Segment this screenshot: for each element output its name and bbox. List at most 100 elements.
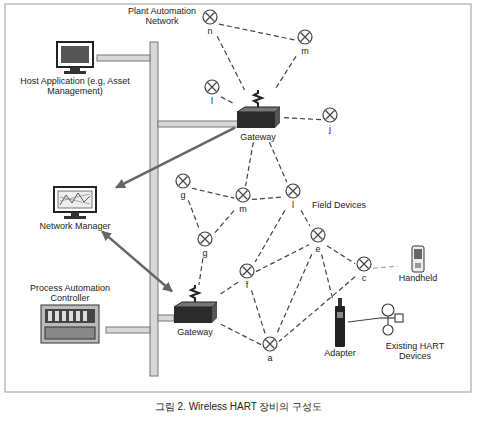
node-label: l [291, 200, 295, 210]
field-device: f [238, 262, 256, 290]
node-label: l [210, 96, 214, 106]
node-label: m [300, 46, 310, 56]
node-icon [55, 40, 95, 76]
node-label: Gateway [239, 132, 277, 142]
node-icon [52, 185, 98, 221]
field-device-symbol [296, 28, 314, 46]
wireless-link [276, 254, 312, 335]
node-label: f [245, 280, 250, 290]
field-device: n [201, 8, 219, 36]
field-device: g [196, 230, 214, 258]
field-device: m [296, 28, 314, 56]
wireless-link [322, 254, 333, 298]
field-device: m [234, 186, 252, 214]
gateway-symbol [235, 90, 281, 132]
device-wire [348, 318, 380, 322]
node-icon [234, 186, 252, 204]
wireless-link [199, 258, 203, 285]
node-icon [196, 230, 214, 248]
field-device-symbol [284, 182, 302, 200]
field-device-symbol [203, 78, 221, 96]
node-icon [201, 8, 219, 26]
figure-frame [5, 4, 471, 392]
monitor-symbol [55, 40, 95, 76]
gateway: Gateway [172, 285, 218, 337]
field-device: l [284, 182, 302, 210]
wireless-link [252, 197, 284, 200]
field-device-symbol [321, 106, 339, 124]
gauge-symbol [382, 304, 394, 316]
field-device-symbol [355, 255, 373, 273]
wireless-link [218, 323, 261, 345]
node-label: Adapter [323, 348, 357, 358]
wireless-link [251, 290, 265, 335]
node-label: j [328, 124, 332, 134]
adapter: Adapter [323, 298, 357, 358]
wireless-link [218, 282, 238, 295]
wireless-link [246, 142, 254, 186]
process-controller: Process Automation Controller [21, 283, 119, 344]
node-label: Host Application (e.g, Asset Management) [19, 76, 131, 97]
field-device-symbol [309, 226, 327, 244]
wireless-link [255, 210, 285, 262]
node-icon [309, 226, 327, 244]
node-icon [235, 90, 281, 132]
network-label: Plant Automation Network [126, 6, 198, 27]
wireless-link [256, 245, 309, 272]
node-label: a [266, 353, 273, 363]
node-icon [238, 262, 256, 280]
wireless-link [188, 200, 199, 230]
node-icon [355, 255, 373, 273]
node-icon [261, 335, 279, 353]
wireless-link [269, 142, 286, 182]
field-device-symbol [201, 8, 219, 26]
node-label: Network Manager [34, 221, 116, 231]
controller-cabinet [40, 304, 100, 344]
device-label: Existing HART Devices [382, 341, 448, 362]
node-icon [203, 78, 221, 96]
network-bus [150, 42, 158, 376]
bus-stub [158, 315, 174, 321]
field-device-symbol [238, 262, 256, 280]
bus-stub [97, 55, 150, 61]
management-arrow [116, 128, 235, 188]
gateway-symbol [172, 285, 218, 327]
network-manager: Network Manager [34, 185, 116, 231]
figure-caption: 그림 2. Wireless HART 장비의 구성도 [0, 400, 477, 414]
host-application: Host Application (e.g, Asset Management) [19, 40, 131, 97]
wireless-link [301, 210, 310, 226]
transmitter-symbol [395, 314, 403, 322]
wireless-link [219, 24, 296, 40]
node-icon [333, 298, 347, 348]
handheld: Handheld [398, 245, 439, 283]
gauge-symbol [383, 325, 393, 335]
field-device-symbol [234, 186, 252, 204]
field-device: e [309, 226, 327, 254]
node-label: g [201, 248, 208, 258]
handheld-symbol [410, 245, 426, 273]
node-icon [321, 106, 339, 124]
field-device-symbol [261, 335, 279, 353]
adapter-symbol [333, 298, 347, 348]
wireless-link [327, 246, 355, 264]
node-label: Handheld [398, 273, 439, 283]
node-icon [284, 182, 302, 200]
existing-hart-devices [348, 304, 403, 335]
node-icon [296, 28, 314, 46]
node-label: n [206, 26, 213, 36]
node-label: Process Automation Controller [21, 283, 119, 304]
node-label: c [361, 273, 368, 283]
field-device: c [355, 255, 373, 283]
bus-stub [106, 327, 150, 333]
node-icon [40, 304, 100, 344]
wireless-link [217, 36, 244, 90]
wireless-link [275, 56, 296, 90]
field-device-symbol [196, 230, 214, 248]
field-device: a [261, 335, 279, 363]
node-icon [174, 172, 192, 190]
wireless-link [281, 117, 321, 119]
gateway: Gateway [235, 90, 281, 142]
wireless-link [221, 97, 235, 104]
